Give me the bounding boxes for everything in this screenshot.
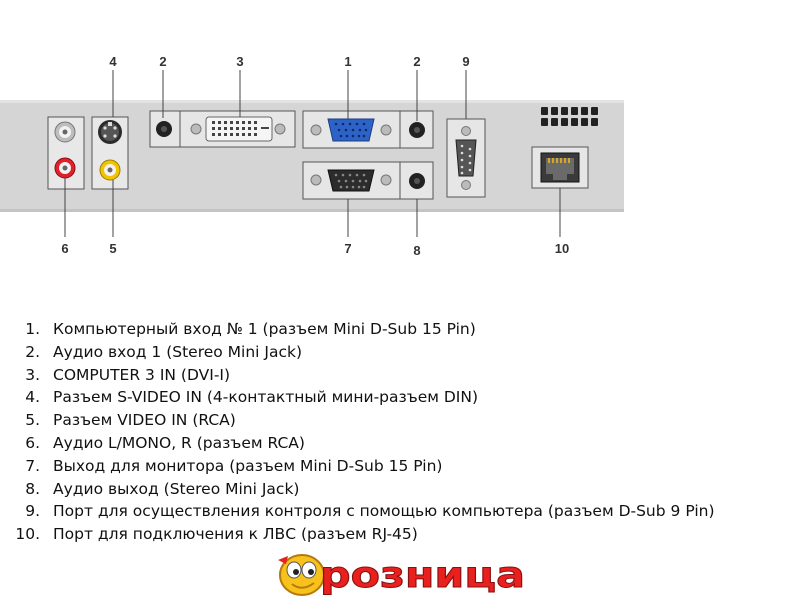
roznica-logo: розница (278, 554, 526, 597)
connector-panel-diagram: 4 2 3 1 2 9 6 5 7 8 10 (0, 54, 624, 258)
legend-item: 9.Порт для осуществления контроля с помо… (25, 502, 715, 521)
legend-item: 3.COMPUTER 3 IN (DVI-I) (25, 365, 231, 384)
callout-6: 6 (61, 241, 68, 256)
callout-3: 3 (236, 54, 243, 69)
callout-4: 4 (109, 54, 117, 69)
callout-2-left: 2 (159, 54, 166, 69)
legend-item: 2.Аудио вход 1 (Stereo Mini Jack) (25, 342, 303, 361)
legend-item: 7.Выход для монитора (разъем Mini D-Sub … (25, 456, 443, 475)
logo-text: розница (320, 555, 525, 596)
callout-7: 7 (344, 241, 351, 256)
legend-item: 10.Порт для подключения к ЛВС (разъем RJ… (15, 525, 418, 544)
rj45-lan-port (531, 146, 589, 189)
vent-grille (541, 107, 598, 126)
callout-1: 1 (344, 54, 351, 69)
vga-in-group (302, 110, 434, 149)
legend-item: 4.Разъем S-VIDEO IN (4-контактный мини-р… (25, 388, 479, 407)
monitor-out-group (302, 161, 434, 200)
mascot-icon (278, 554, 325, 596)
leader-lines (64, 70, 561, 237)
dvi-audio-group (149, 110, 296, 148)
callout-9: 9 (462, 54, 469, 69)
dsub9-control-port (446, 118, 486, 198)
rca-audio-connector (47, 116, 85, 190)
legend-item: 1.Компьютерный вход № 1 (разъем Mini D-S… (25, 320, 476, 338)
callout-5: 5 (109, 241, 116, 256)
connector-legend: 1.Компьютерный вход № 1 (разъем Mini D-S… (8, 318, 715, 546)
callout-2-right: 2 (413, 54, 420, 69)
svideo-video-connectors (91, 116, 129, 190)
legend-item: 5.Разъем VIDEO IN (RCA) (25, 411, 236, 430)
legend-item: 6.Аудио L/MONO, R (разъем RCA) (25, 433, 305, 452)
legend-item: 8.Аудио выход (Stereo Mini Jack) (25, 479, 300, 498)
callout-10: 10 (555, 241, 569, 256)
callout-8: 8 (413, 243, 420, 258)
